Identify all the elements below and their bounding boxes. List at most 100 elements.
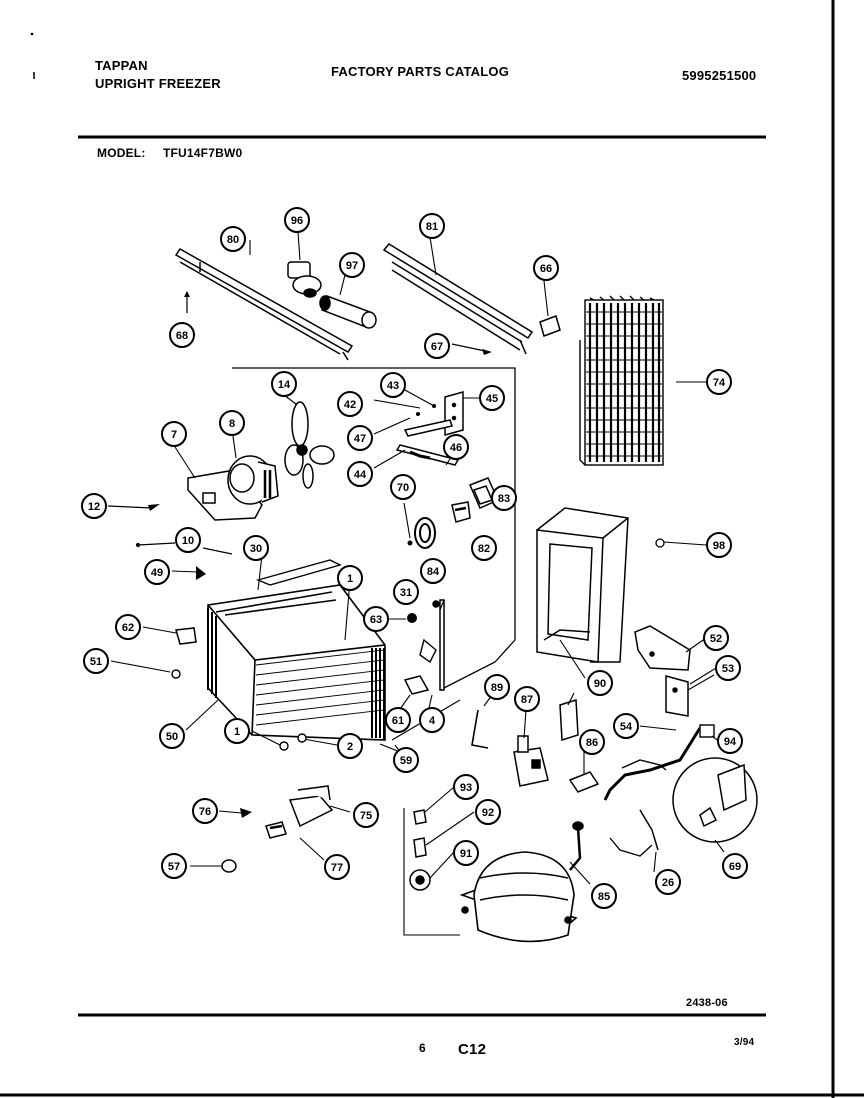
callout-52: 52	[703, 625, 729, 651]
callout-label: 70	[397, 482, 409, 494]
callout-91: 91	[453, 840, 479, 866]
callout-97: 97	[339, 252, 365, 278]
callout-label: 85	[598, 891, 610, 903]
callout-label: 62	[122, 622, 134, 634]
part-66-bracket	[539, 315, 561, 337]
callout-circle	[161, 421, 187, 447]
callout-label: 93	[460, 782, 472, 794]
callout-circle	[453, 840, 479, 866]
callout-1: 1	[224, 718, 250, 744]
part-97-lamp	[319, 295, 377, 329]
callout-circle	[337, 565, 363, 591]
callout-label: 77	[331, 862, 343, 874]
part-45-bracket	[403, 391, 464, 437]
part-69-detail	[672, 757, 758, 843]
callout-circle	[380, 372, 406, 398]
callout-label: 42	[344, 399, 356, 411]
part-94-power-cord	[603, 727, 702, 801]
callout-circle	[655, 869, 681, 895]
part-86-clamp	[568, 771, 600, 793]
callout-label: 66	[540, 263, 552, 275]
part-89-tube	[471, 709, 489, 749]
callout-circle	[420, 558, 446, 584]
callout-label: 45	[486, 393, 498, 405]
callout-label: 47	[354, 433, 366, 445]
callout-label: 46	[450, 442, 462, 454]
callout-label: 2	[347, 741, 353, 753]
callout-label: 75	[360, 810, 372, 822]
callout-circle	[115, 614, 141, 640]
callout-44: 44	[347, 461, 373, 487]
model-number: TFU14F7BW0	[163, 146, 243, 160]
part-8-fan-motor	[227, 455, 279, 505]
callout-label: 53	[722, 663, 734, 675]
callout-86: 86	[579, 729, 605, 755]
part-26-wire	[639, 809, 659, 851]
part-74-condenser	[579, 295, 664, 466]
callout-47: 47	[347, 425, 373, 451]
callout-label: 1	[234, 726, 240, 738]
callout-label: 94	[724, 736, 737, 748]
callout-circle	[717, 728, 743, 754]
callout-circle	[353, 802, 379, 828]
callout-circle	[453, 774, 479, 800]
callout-label: 49	[151, 567, 163, 579]
callout-label: 61	[392, 715, 404, 727]
callout-14: 14	[271, 371, 297, 397]
callout-46: 46	[443, 434, 469, 460]
callout-circle	[491, 485, 517, 511]
callout-label: 26	[662, 877, 674, 889]
callout-7: 7	[161, 421, 187, 447]
callout-circle	[471, 535, 497, 561]
callout-label: 91	[460, 848, 472, 860]
callout-68: 68	[169, 322, 195, 348]
callout-label: 1	[347, 573, 353, 585]
part-91-grommet	[409, 869, 431, 891]
part-90-bracket	[559, 698, 579, 742]
callout-label: 76	[199, 806, 211, 818]
callout-circle	[479, 385, 505, 411]
callout-93: 93	[453, 774, 479, 800]
part-61-terminal	[403, 675, 430, 695]
part-87-relay	[513, 735, 549, 787]
callout-53: 53	[715, 655, 741, 681]
callout-label: 63	[370, 614, 382, 626]
callout-circle	[706, 532, 732, 558]
callout-1: 1	[337, 565, 363, 591]
part-drier	[419, 638, 437, 664]
part-53-bracket	[665, 675, 689, 717]
callout-61: 61	[385, 707, 411, 733]
callout-circle	[385, 707, 411, 733]
callout-42: 42	[337, 391, 363, 417]
cabinet-liner	[536, 507, 629, 663]
part-84-grommet	[414, 517, 436, 549]
callout-2: 2	[337, 733, 363, 759]
callout-4: 4	[419, 707, 445, 733]
callout-circle	[324, 854, 350, 880]
callout-circle	[706, 369, 732, 395]
part-31-tube	[432, 599, 445, 691]
callout-circle	[613, 713, 639, 739]
part-75-bracket	[288, 785, 334, 828]
callout-label: 57	[168, 861, 180, 873]
callout-label: 51	[90, 656, 102, 668]
callout-circle	[419, 213, 445, 239]
part-85-compressor	[459, 851, 578, 943]
part-63-washer	[407, 613, 417, 623]
catalog-title: FACTORY PARTS CATALOG	[331, 64, 510, 79]
callout-74: 74	[706, 369, 732, 395]
callout-circle	[579, 729, 605, 755]
callout-circle	[347, 425, 373, 451]
callout-80: 80	[220, 226, 246, 252]
part-82-clip	[451, 501, 471, 523]
part-1-condenser-assembly	[207, 584, 386, 741]
callout-label: 30	[250, 543, 262, 555]
callout-circle	[393, 579, 419, 605]
callout-circle	[533, 255, 559, 281]
callout-51: 51	[83, 648, 109, 674]
callout-label: 4	[429, 715, 436, 727]
callout-circle	[703, 625, 729, 651]
callout-26: 26	[655, 869, 681, 895]
